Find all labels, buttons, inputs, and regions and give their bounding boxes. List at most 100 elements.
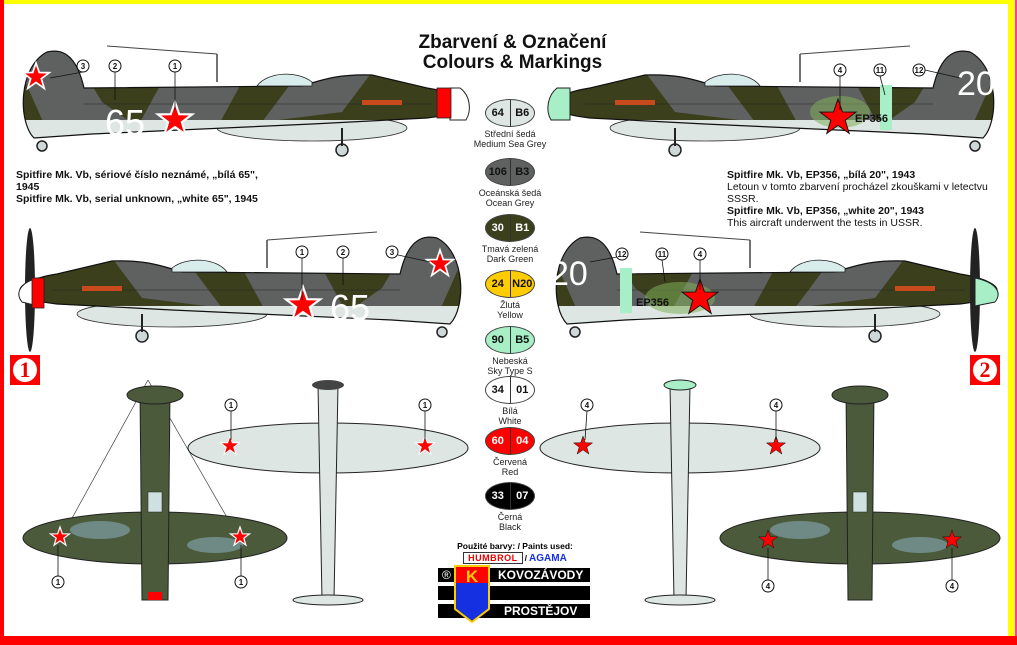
agama-number: 04 — [516, 435, 529, 447]
paint-name-english: Black — [498, 522, 521, 532]
title-english: Colours & Markings — [422, 52, 603, 73]
svg-text:1: 1 — [56, 578, 61, 587]
callout: 1 — [234, 545, 248, 589]
callout: 4 — [693, 247, 707, 290]
svg-text:3: 3 — [81, 62, 86, 71]
aircraft-1-caption: Spitfire Mk. Vb, sériové číslo neznámé, … — [16, 169, 276, 205]
caption-czech-text: Letoun v tomto zbarvení procházel zkoušk… — [727, 181, 988, 205]
svg-text:12: 12 — [618, 250, 627, 259]
paint-name-english: Red — [501, 467, 519, 477]
scheme-badge-2: 2 — [970, 355, 1000, 385]
paint-swatch: 34 01 Bílá White — [460, 376, 560, 426]
svg-text:4: 4 — [585, 401, 590, 410]
agama-number: B5 — [515, 334, 530, 346]
svg-text:1: 1 — [239, 578, 244, 587]
aircraft-1-left-side-view: 65 — [12, 42, 472, 156]
paint-swatch: 60 04 Červená Red — [460, 427, 560, 477]
border-left — [0, 0, 4, 645]
callouts: 3 2 1 4 11 12 1 2 3 12 11 4 1 1 1 1 4 4 … — [49, 59, 961, 593]
paint-swatch: 64 B6 Střední šedá Medium Sea Grey — [460, 99, 560, 149]
svg-text:4: 4 — [698, 250, 703, 259]
paint-swatch: 106 B3 Oceánská šedá Ocean Grey — [460, 158, 560, 208]
agama-logo: AGAMA — [529, 552, 567, 564]
paints-used: Použité barvy: / Paints used: HUMBROL / … — [440, 541, 590, 564]
title-czech: Zbarvení & Označení — [418, 32, 607, 53]
caption-english-title: Spitfire Mk. Vb, EP356, „white 20", 1943 — [727, 205, 924, 217]
svg-text:1: 1 — [229, 401, 234, 410]
aircraft-code-text: 20 — [550, 255, 588, 293]
page-title: Zbarvení & Označení Colours & Markings — [380, 33, 645, 73]
callout: 11 — [873, 63, 887, 96]
humbrol-number: 33 — [486, 483, 511, 509]
humbrol-logo: HUMBROL — [463, 552, 523, 564]
aircraft-code-text: 65 — [105, 102, 145, 143]
callout: 4 — [945, 548, 959, 593]
paint-name-czech: Střední šedá — [484, 129, 536, 139]
caption-czech: Spitfire Mk. Vb, sériové číslo neznámé, … — [16, 169, 258, 193]
svg-text:12: 12 — [915, 66, 924, 75]
aircraft-1-right-side-view: 65 — [12, 228, 472, 352]
aircraft-1-underside-view — [187, 380, 469, 606]
paint-name-czech: Žlutá — [499, 300, 520, 310]
paint-name-english: Ocean Grey — [485, 198, 535, 208]
paint-swatch: 33 07 Černá Black — [460, 482, 560, 532]
aircraft-2-caption: Spitfire Mk. Vb, EP356, „bílá 20", 1943 … — [727, 169, 997, 229]
aircraft-2-left-side-view: 20 EP356 — [545, 228, 1005, 352]
kovozavody-shield-icon: K — [454, 565, 490, 623]
callout: 4 — [761, 548, 775, 593]
paint-chip: 24 N20 — [485, 270, 535, 298]
svg-text:4: 4 — [950, 582, 955, 591]
callout: 12 — [912, 63, 961, 79]
aircraft-1-top-view — [22, 379, 288, 601]
aircraft-2-right-side-view: 20 EP356 — [545, 42, 1005, 156]
paint-name-czech: Oceánská šedá — [478, 188, 542, 198]
agama-number: N20 — [512, 278, 533, 290]
callout: 2 — [336, 245, 350, 285]
callout: 4 — [833, 63, 847, 110]
humbrol-number: 24 — [486, 271, 511, 297]
callout: 1 — [295, 245, 309, 300]
svg-text:4: 4 — [838, 66, 843, 75]
humbrol-number: 106 — [486, 159, 511, 185]
paint-chip: 30 B1 — [485, 214, 535, 242]
svg-text:K: K — [466, 567, 479, 586]
paint-swatch: 24 N20 Žlutá Yellow — [460, 270, 560, 320]
aircraft-2-top-view — [719, 385, 1001, 601]
agama-number: 01 — [516, 384, 529, 396]
callout: 3 — [385, 245, 431, 263]
humbrol-number: 60 — [486, 428, 511, 454]
manufacturer-logo: ® KOVOZÁVODY PROSTĚJOV K — [438, 565, 590, 623]
svg-text:4: 4 — [766, 582, 771, 591]
aircraft-code-text: 65 — [330, 287, 370, 328]
svg-text:3: 3 — [390, 248, 395, 257]
agama-number: B1 — [515, 222, 530, 234]
manufacturer-name-line1: KOVOZÁVODY — [498, 568, 584, 582]
badge-number: 1 — [13, 358, 37, 382]
caption-czech-title: Spitfire Mk. Vb, EP356, „bílá 20", 1943 — [727, 169, 916, 181]
agama-number: 07 — [516, 490, 529, 502]
paint-chip: 60 04 — [485, 427, 535, 455]
paint-name-english: White — [498, 416, 522, 426]
manufacturer-name-line2: PROSTĚJOV — [504, 604, 578, 618]
paint-name-english: Dark Green — [486, 254, 534, 264]
paint-chip: 34 01 — [485, 376, 535, 404]
callout: 11 — [655, 247, 669, 283]
callout: 4 — [769, 398, 783, 440]
aircraft-2-underside-view — [539, 379, 821, 606]
svg-text:11: 11 — [876, 66, 885, 75]
paint-chip: 33 07 — [485, 482, 535, 510]
caption-english: Spitfire Mk. Vb, serial unknown, „white … — [16, 193, 258, 205]
svg-text:1: 1 — [173, 62, 178, 71]
humbrol-number: 64 — [486, 100, 511, 126]
svg-text:2: 2 — [341, 248, 346, 257]
callout: 4 — [580, 398, 594, 441]
paint-name-czech: Bílá — [502, 406, 518, 416]
svg-text:1: 1 — [300, 248, 305, 257]
paint-name-english: Yellow — [497, 310, 523, 320]
paint-chip: 90 B5 — [485, 326, 535, 354]
paint-swatch: 30 B1 Tmavá zelená Dark Green — [460, 214, 560, 264]
badge-number: 2 — [973, 358, 997, 382]
border-top — [0, 0, 1017, 4]
svg-text:1: 1 — [423, 401, 428, 410]
